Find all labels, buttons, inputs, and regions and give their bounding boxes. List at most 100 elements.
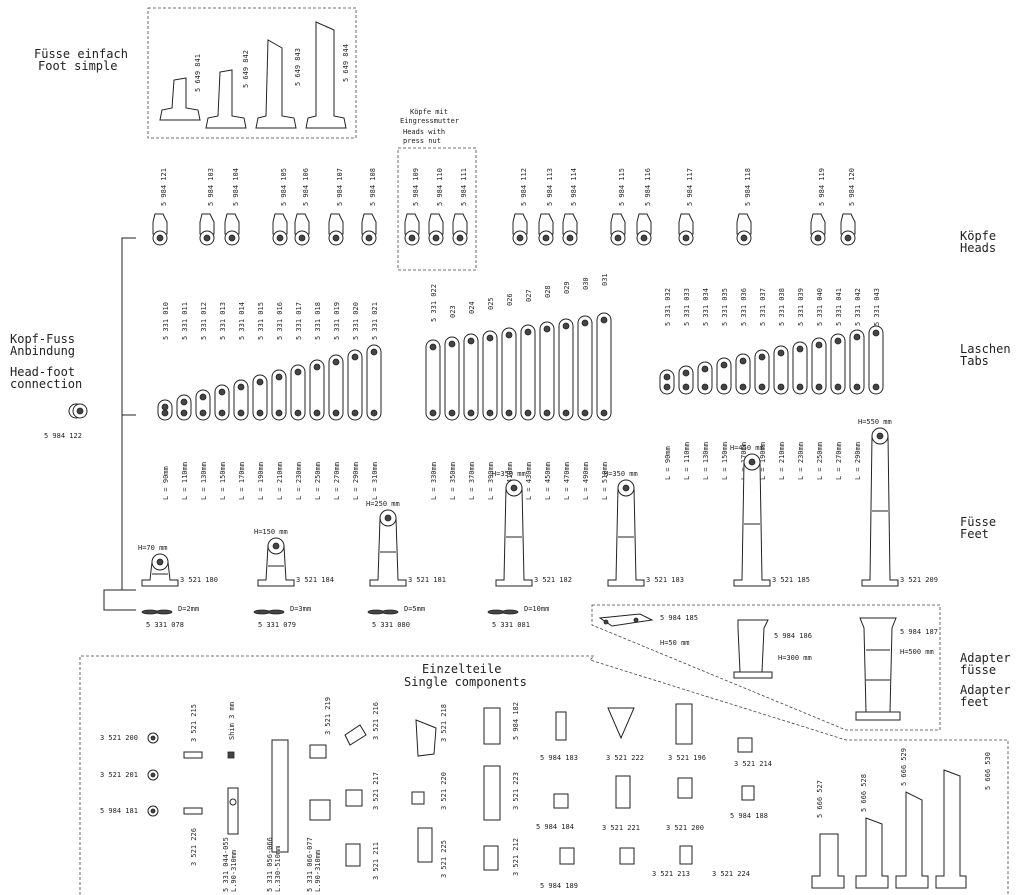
tabs-title-de: Laschen [960,342,1011,356]
tab-part [577,315,593,421]
tab-part-number: 5 331 016 [276,302,284,340]
tab-part-number: 5 331 041 [835,288,843,326]
adapter-part-number: 5 984 186 [774,632,812,640]
connection-title-de-2: Anbindung [10,344,75,358]
single-part [309,799,331,821]
foot-simple-part [305,21,347,129]
head-part [512,213,528,246]
single-part [615,775,631,809]
connection-title-en-1: Head-foot [10,365,75,379]
tab-part-number: 5 331 019 [333,302,341,340]
disc-diameter: D=10mm [524,605,549,613]
tab-length: L = 110mm [683,442,691,480]
tab-part-number: 5 331 043 [873,288,881,326]
tab-length: L = 250mm [816,442,824,480]
tab-part [558,318,574,421]
tab-part [678,365,694,395]
single-part-number: 3 521 213 [652,870,690,878]
connection-title-en-2: connection [10,377,82,391]
foot-part [369,509,407,587]
tab-part-number: 5 331 015 [257,302,265,340]
single-part [679,845,693,865]
tab-length: L = 250mm [314,462,322,500]
single-part-number: 5 331 044-055 [222,837,230,892]
foot-part-number: 3 521 181 [408,576,446,584]
foot-simple-part [255,39,297,129]
head-part-number: 5 984 121 [160,168,168,206]
tab-length: L = 270mm [333,462,341,500]
tab-part-number: 5 331 010 [162,302,170,340]
head-part-number: 5 984 109 [412,168,420,206]
foot-simple-part [205,69,247,129]
tab-part-number: 5 331 032 [664,288,672,326]
tab-length: L = 90mm [162,466,170,500]
disc-diameter: D=5mm [404,605,425,613]
foot-part [141,553,179,587]
head-part [328,213,344,246]
single-part-number: 3 521 225 [440,840,448,878]
single-part-number: 3 521 211 [372,842,380,880]
single-part-number: 5 984 182 [512,702,520,740]
tab-part [596,312,612,421]
adapter-title-de-2: füsse [960,663,996,677]
single-part-number: 3 521 215 [190,704,198,742]
foot-simple-part-number: 5 649 842 [242,50,250,88]
disc-part [253,609,285,615]
tab-part-number: 5 331 017 [295,302,303,340]
foot-part [861,427,899,587]
tab-length: L = 210mm [778,442,786,480]
single-title-en: Single components [404,675,527,689]
tab-part [233,379,249,421]
connection-bracket-lower [103,589,136,611]
single-part [607,707,635,740]
head-part [361,213,377,246]
tab-length: L = 170mm [238,462,246,500]
foot-part-number: 3 521 184 [296,576,334,584]
foot-part-number: 3 521 185 [772,576,810,584]
foot-part-number: 3 521 180 [180,576,218,584]
adapter-part [598,613,654,627]
foot-part [733,453,771,587]
single-part-number: 3 521 224 [712,870,750,878]
tab-part-number: 030 [582,277,590,290]
single-part-number: L.330-510mm [274,846,282,892]
head-part-number: 5 984 113 [546,168,554,206]
head-part-number: 5 984 114 [570,168,578,206]
tabs-title-en: Tabs [960,354,989,368]
foot-part-number: 3 521 183 [646,576,684,584]
tab-part [309,359,325,421]
single-part [675,703,693,745]
tab-part [501,327,517,421]
head-part-number: 5 984 120 [848,168,856,206]
foot-height: H=250 mm [366,500,400,508]
head-part [199,213,215,246]
single-part-number: L.90-310mm [314,850,322,892]
tab-length: L = 190mm [257,462,265,500]
tab-part-number: 028 [544,285,552,298]
head-part [636,213,652,246]
adapter-part [733,619,773,679]
adapter-part-number: 5 984 187 [900,628,938,636]
head-part-number: 5 984 118 [744,168,752,206]
head-part-number: 5 984 108 [369,168,377,206]
adapter-title-en-1: Adapter [960,683,1011,697]
single-components: 3 521 200 3 521 201 5 984 181 3 521 215 … [100,697,992,892]
tab-part [328,354,344,421]
foot-simple-part-number: 5 649 844 [342,44,350,82]
single-part-number: 3 521 201 [100,771,138,779]
head-part-number: 5 984 112 [520,168,528,206]
single-part-number: 3 521 226 [190,828,198,866]
single-part-number: 5 984 188 [730,812,768,820]
head-part [224,213,240,246]
head-part [562,213,578,246]
heads-press-title-en-1: Heads with [403,128,445,136]
single-part [555,711,567,741]
tab-length: L = 510mm [601,462,609,500]
heads-press-title-de-2: Eingressmutter [400,117,459,125]
foot-simple-part-number: 5 649 843 [294,48,302,86]
tab-part [195,389,211,421]
